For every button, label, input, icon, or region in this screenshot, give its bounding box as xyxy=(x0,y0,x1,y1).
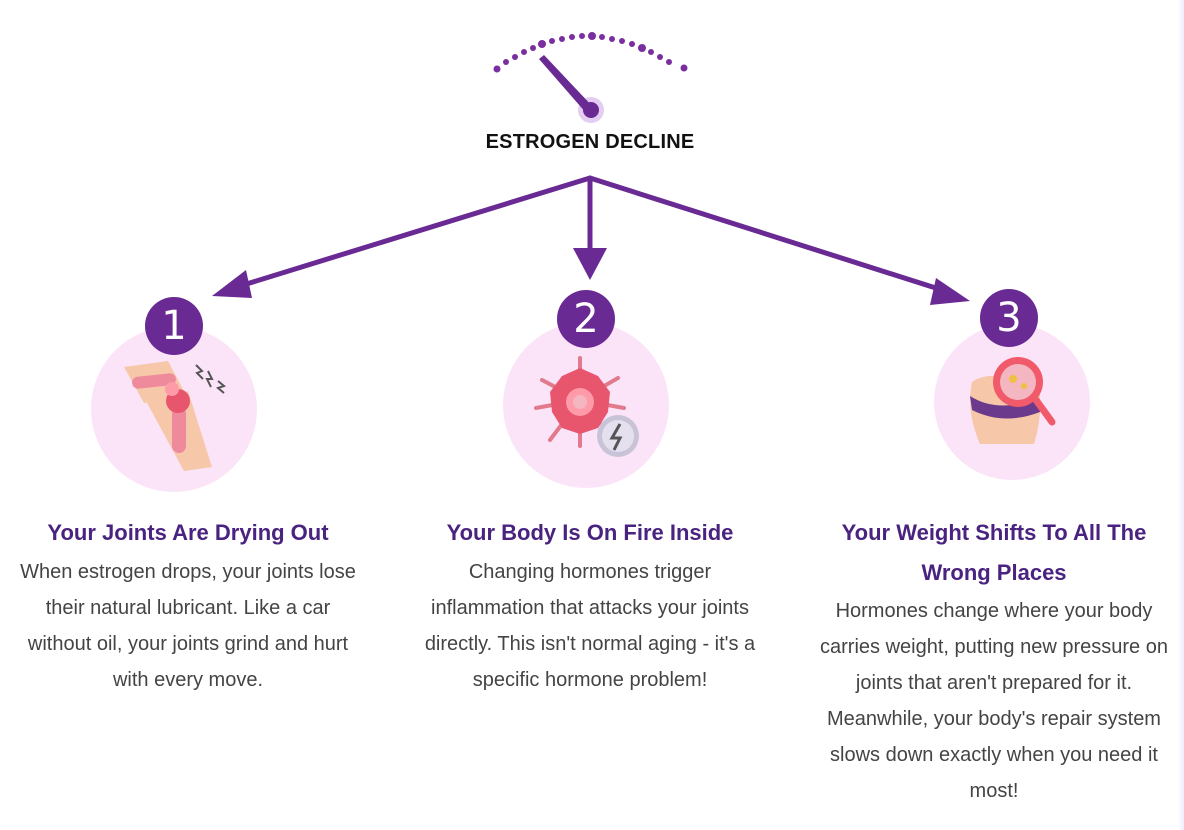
branch-arrows xyxy=(212,175,970,305)
arrow-left xyxy=(237,175,593,289)
knee-joint-icon xyxy=(124,361,227,471)
diagram-title: ESTROGEN DECLINE xyxy=(485,131,695,153)
item-body-3: Hormones change where your body carries … xyxy=(820,600,1168,802)
inflamed-cell-icon xyxy=(534,356,639,457)
right-edge-border xyxy=(1178,0,1184,830)
item-title-2: Your Body Is On Fire Inside xyxy=(446,520,734,545)
item-title-3: Your Weight Shifts To All The Wrong Plac… xyxy=(841,520,1147,585)
item-body-2: Changing hormones trigger inflammation t… xyxy=(424,561,756,691)
gauge-icon xyxy=(493,32,688,123)
hip-magnifier-icon xyxy=(970,357,1056,444)
arrow-right xyxy=(587,175,945,293)
step-number-3: 3 xyxy=(980,289,1038,347)
step-number-1: 1 xyxy=(145,297,203,355)
item-title-1: Your Joints Are Drying Out xyxy=(47,520,329,545)
step-number-2: 2 xyxy=(557,290,615,348)
item-body-1: When estrogen drops, your joints lose th… xyxy=(20,561,356,691)
